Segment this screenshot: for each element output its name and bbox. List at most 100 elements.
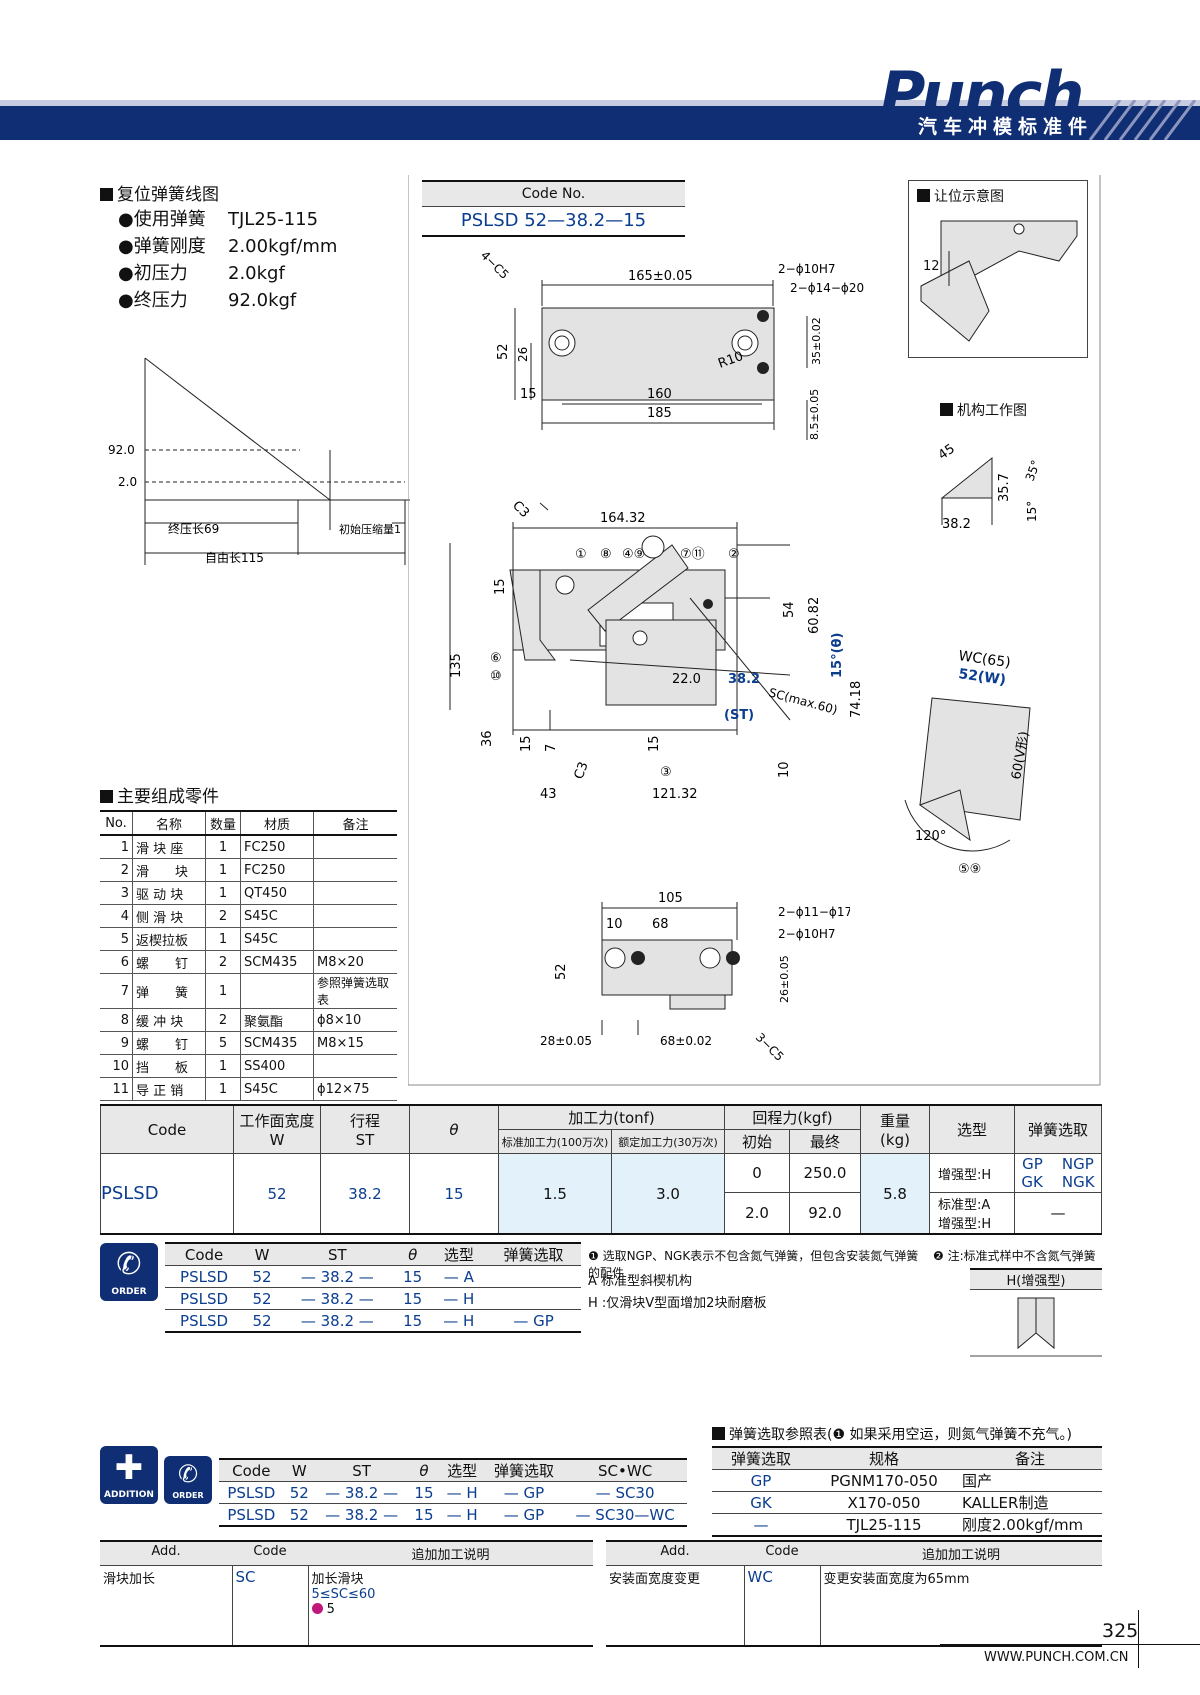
plus-icon: ✚ [114,1448,144,1488]
svg-text:15: 15 [519,735,534,752]
svg-text:52(W): 52(W) [957,666,1006,688]
h-type-label: H(增强型) [970,1268,1102,1290]
svg-text:3−C5: 3−C5 [753,1030,787,1064]
svg-text:74.18: 74.18 [849,681,864,718]
svg-text:121.32: 121.32 [652,787,698,802]
svg-text:10: 10 [777,761,792,778]
svg-text:③: ③ [660,765,672,780]
svg-text:160: 160 [647,387,672,402]
svg-text:54: 54 [782,601,797,618]
footer-rule [940,1644,1200,1645]
svg-text:35°: 35° [1023,458,1043,483]
order-icon-2: ✆ ORDER [164,1456,212,1504]
svg-text:④⑨: ④⑨ [622,547,645,562]
svg-text:15°(θ): 15°(θ) [830,633,845,678]
svg-text:7: 7 [544,744,559,752]
parts-header-row: No. 名称 数量 材质 备注 [100,810,397,836]
svg-text:2−ϕ14−ϕ20: 2−ϕ14−ϕ20 [790,281,864,295]
graph-label-92: 92.0 [108,443,135,457]
phone-icon: ✆ [177,1460,199,1488]
svg-text:68±0.02: 68±0.02 [660,1034,712,1048]
header-hatch [1088,100,1197,140]
top-view-drawing: 165±0.05 2−ϕ10H7 2−ϕ14−ϕ20 4−C5 52 26 R1… [480,248,864,440]
svg-text:52: 52 [496,343,511,360]
code-box: Code No. PSLSD 52—38.2—15 [422,180,685,237]
graph-label-init-compression: 初始压缩量1 [339,522,401,536]
clearance-diagram: 让位示意图 12 [908,180,1088,358]
bottom-view-drawing: 105 10 68 2−ϕ11−ϕ17.5 2−ϕ10H7 52 26±0.05… [540,891,850,1064]
clearance-title: 让位示意图 [917,186,1004,206]
note-1: ❶ 选取NGP、NGK表示不包含氮气弹簧，但包含安装氮气弹簧的配件 [588,1249,919,1280]
mechanism-diagram: 45 35.7 35° 15° 38.2 [936,441,1043,532]
svg-text:185: 185 [647,406,672,421]
svg-text:45: 45 [936,441,958,463]
spring-table-title: 弹簧选取参照表(❶ 如果采用空运，则氮气弹簧不充气。) [712,1424,1072,1444]
code-box-value: PSLSD 52—38.2—15 [460,210,647,231]
svg-text:164.32: 164.32 [600,511,646,526]
svg-text:⑩: ⑩ [490,669,502,684]
footer-divider [1138,1610,1139,1668]
svg-text:⑥: ⑥ [490,651,502,666]
header-stripe [0,100,1200,106]
parts-section-title: 主要组成零件 [100,782,219,807]
svg-text:68: 68 [652,917,669,932]
svg-text:10: 10 [606,917,623,932]
svg-text:4−C5: 4−C5 [480,248,512,282]
spring-section-title: 复位弹簧线图 [100,180,219,205]
wc-view-diagram: WC(65) 52(W) 60(V形) 120° ⑤⑨ [904,648,1032,877]
mechanism-title: 机构工作图 [940,400,1027,420]
code-box-header: Code No. [422,182,685,207]
svg-text:52: 52 [554,963,569,980]
brand-logo: Punch [880,58,1084,131]
svg-text:②: ② [728,547,740,562]
svg-text:22.0: 22.0 [672,672,701,687]
drawing-frame [408,175,1101,1086]
svg-text:35.7: 35.7 [997,473,1012,502]
svg-text:26: 26 [516,347,530,362]
note-4: H :仅滑块V型面增加2块耐磨板 [588,1296,767,1311]
svg-text:120°: 120° [915,829,946,844]
svg-text:28±0.05: 28±0.05 [540,1034,592,1048]
footer-url: WWW.PUNCH.COM.CN [984,1650,1129,1665]
svg-text:2−ϕ11−ϕ17.5: 2−ϕ11−ϕ17.5 [778,905,850,919]
note-3: A 标准型斜楔机构 [588,1274,693,1289]
svg-text:165±0.05: 165±0.05 [628,269,693,284]
svg-text:135: 135 [449,653,464,678]
note-2: ❷ 注:标准式样中不含氮气弹簧 [933,1249,1096,1263]
svg-text:⑦⑪: ⑦⑪ [680,547,705,562]
svg-text:15: 15 [520,387,537,402]
brand-subtitle: 汽车冲模标准件 [918,116,1094,138]
page-number: 325 [1102,1620,1139,1642]
graph-label-free-length: 自由长115 [205,551,264,565]
svg-text:⑤⑨: ⑤⑨ [958,862,981,877]
svg-text:2−ϕ10H7: 2−ϕ10H7 [778,927,836,941]
svg-text:SC(max.60): SC(max.60) [767,685,839,717]
h-type-diagram [970,1297,1102,1357]
svg-text:36: 36 [480,730,495,747]
phone-icon: ✆ [116,1247,142,1282]
